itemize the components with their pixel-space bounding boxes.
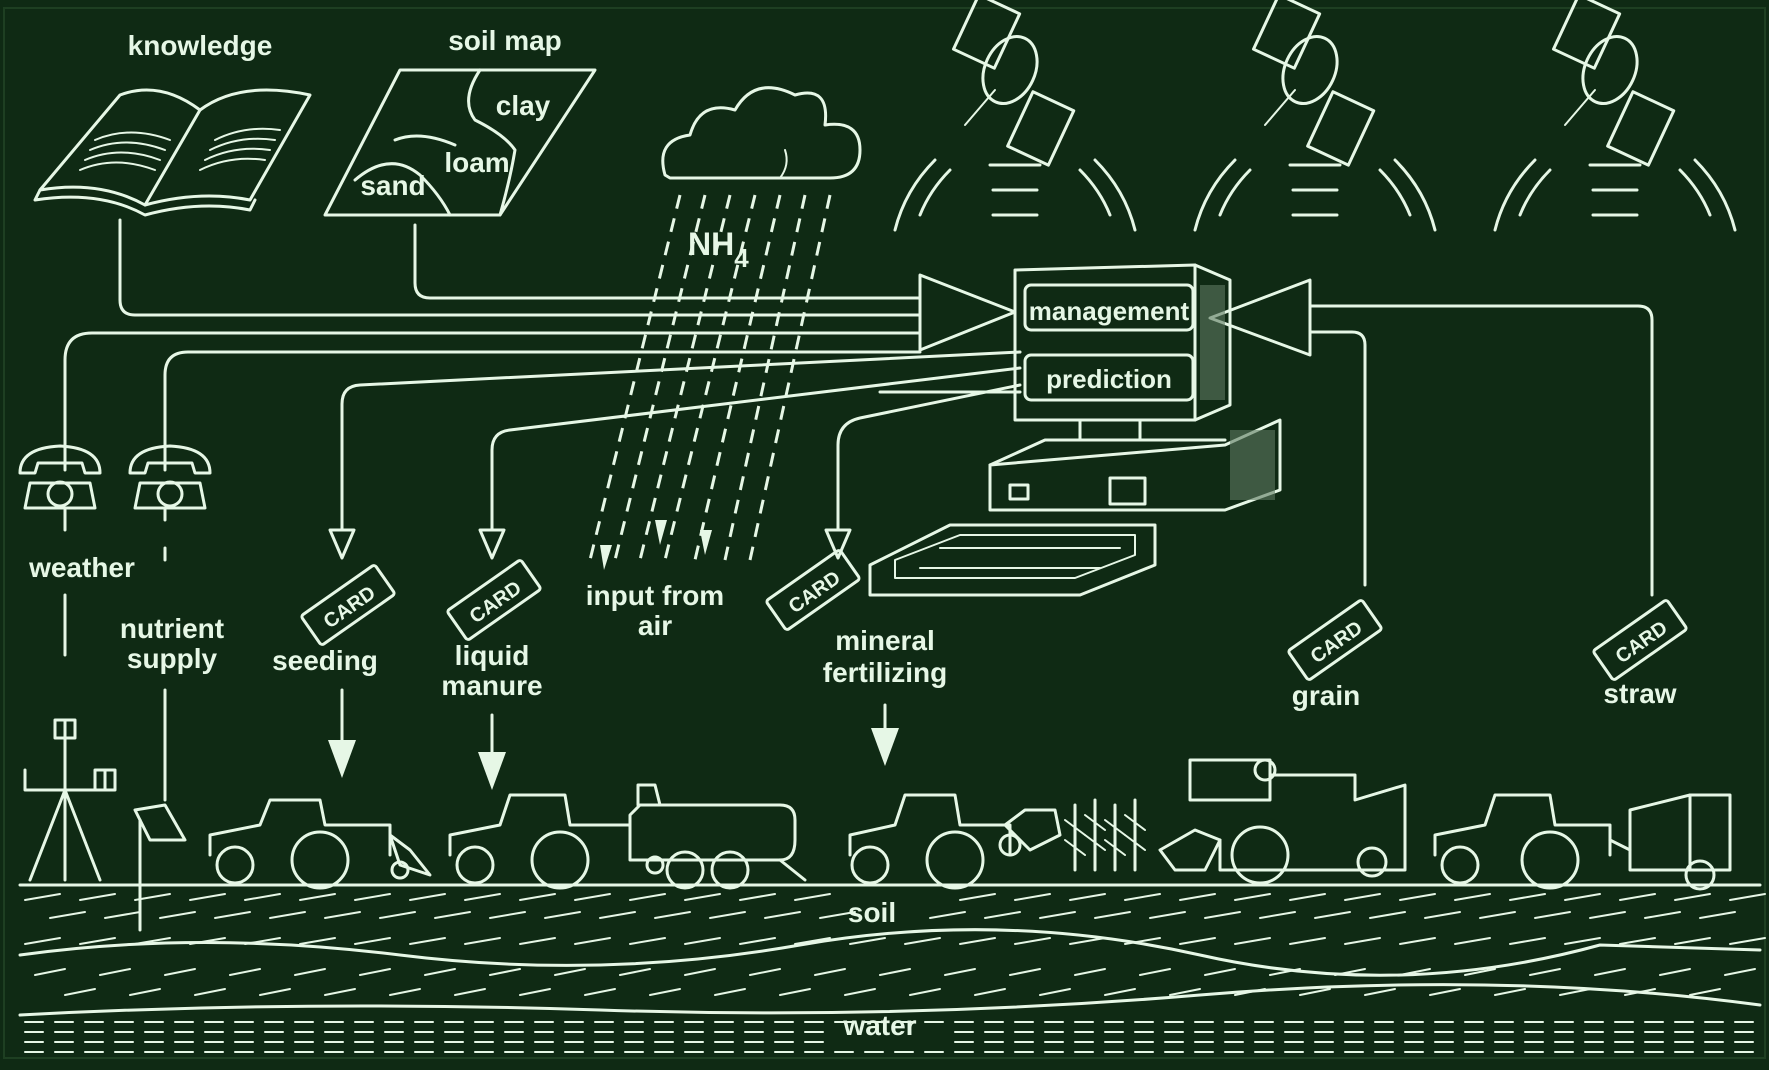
soil-map-label: soil map bbox=[448, 25, 562, 56]
straw-label: straw bbox=[1603, 678, 1676, 709]
management-label: management bbox=[1029, 296, 1190, 326]
input-from-air-label-line1: input from bbox=[586, 580, 724, 611]
mineral-label-line1: mineral bbox=[835, 625, 935, 656]
liquid-label-line1: liquid bbox=[455, 640, 530, 671]
weather-label: weather bbox=[28, 552, 135, 583]
knowledge-label: knowledge bbox=[128, 30, 273, 61]
seeding-label: seeding bbox=[272, 645, 378, 676]
loam-label: loam bbox=[444, 147, 509, 178]
prediction-label: prediction bbox=[1046, 364, 1172, 394]
nutrient-label-line1: nutrient bbox=[120, 613, 224, 644]
water-label: water bbox=[842, 1010, 916, 1041]
grain-label: grain bbox=[1292, 680, 1360, 711]
mineral-label-line2: fertilizing bbox=[823, 657, 947, 688]
liquid-label-line2: manure bbox=[441, 670, 542, 701]
nutrient-label-line2: supply bbox=[127, 643, 218, 674]
soil-label: soil bbox=[848, 897, 896, 928]
sand-label: sand bbox=[360, 170, 425, 201]
input-from-air-label-line2: air bbox=[638, 610, 672, 641]
clay-label: clay bbox=[496, 90, 551, 121]
